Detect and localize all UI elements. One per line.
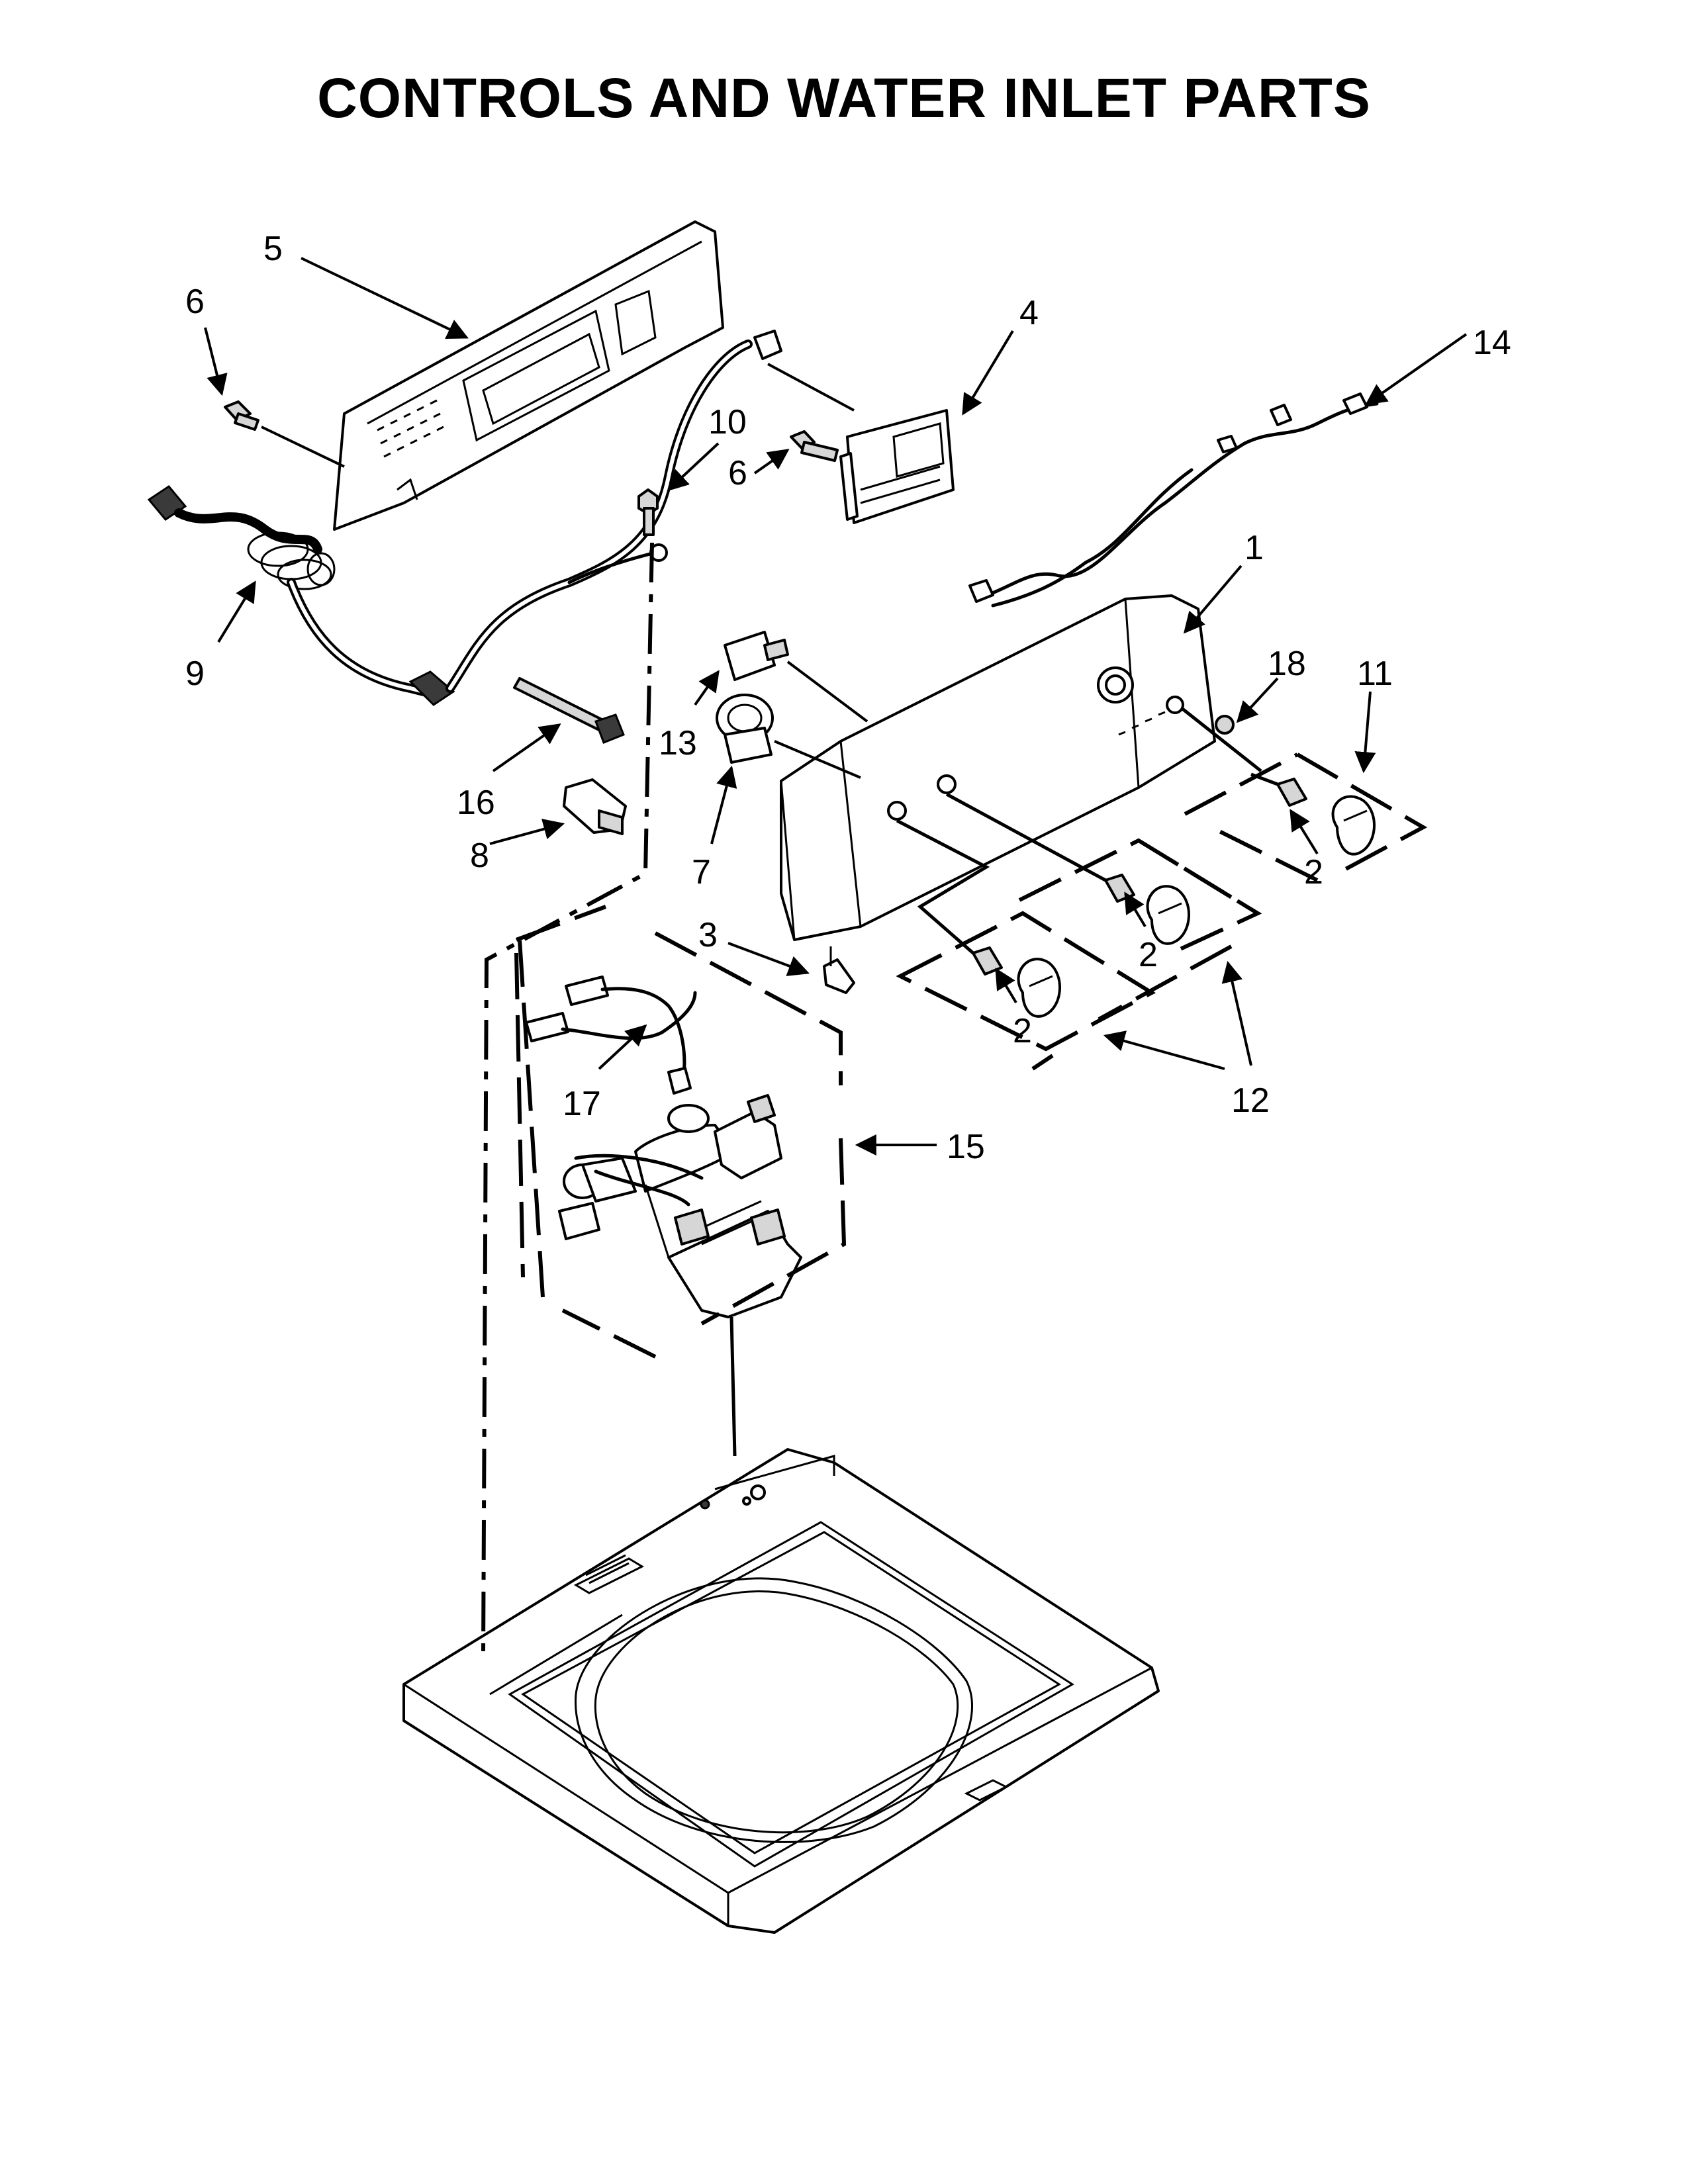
callout-17: 17	[563, 1085, 601, 1123]
part-12-dashed-outline	[1018, 838, 1262, 955]
callout-6: 6	[728, 454, 747, 492]
part-9-power-cord	[147, 330, 782, 706]
part-3-clip	[823, 946, 855, 994]
part-8-clamp	[563, 778, 627, 835]
part-1-console	[780, 594, 1216, 941]
valve-alignment-line	[729, 1316, 737, 1457]
callout-18: 18	[1268, 645, 1306, 683]
callout-8: 8	[470, 837, 489, 875]
part-18-clip	[1180, 707, 1262, 772]
knob-assembly-upper	[1250, 772, 1376, 856]
part-7-pressure-switch	[716, 694, 861, 779]
callout-2: 2	[1013, 1012, 1032, 1050]
callout-2: 2	[1304, 853, 1323, 891]
callout-labels: 5 6 10 6 4 14 1 18 11 2 2 2 12 15 3 9 13…	[185, 230, 1511, 1166]
page-title: CONTROLS AND WATER INLET PARTS	[317, 67, 1371, 129]
callout-16: 16	[457, 784, 495, 822]
part-4-control-board	[767, 363, 955, 524]
callout-7: 7	[692, 853, 711, 891]
knob-assembly-middle	[945, 792, 1190, 945]
part-6-screw-left	[224, 400, 345, 468]
callout-3: 3	[698, 916, 718, 954]
callout-1: 1	[1244, 529, 1264, 567]
callout-4: 4	[1019, 294, 1039, 332]
callout-2: 2	[1139, 936, 1158, 974]
part-15-dashed-outline	[515, 905, 847, 1359]
part-13-switch	[724, 631, 868, 723]
ground-alignment-line	[481, 542, 654, 1655]
callout-12: 12	[1231, 1081, 1270, 1120]
part-15-water-inlet-assembly	[558, 1094, 802, 1318]
knob-assembly-lower	[896, 819, 1061, 1018]
callout-10: 10	[708, 403, 747, 441]
part-5-rear-panel	[333, 220, 724, 531]
part-16-cable-tie	[513, 677, 625, 744]
callout-14: 14	[1473, 324, 1511, 362]
washer-top-panel	[402, 1448, 1160, 1934]
callout-13: 13	[659, 724, 697, 762]
part-17-wiring-harness	[525, 976, 697, 1095]
part-14-wire-harness	[968, 392, 1379, 608]
part-10-ground-screw	[637, 488, 659, 536]
part-6-screw-right	[790, 430, 839, 462]
callout-5: 5	[263, 230, 283, 268]
callout-9: 9	[185, 655, 205, 693]
part-11-dashed-outline	[1184, 752, 1428, 882]
callout-11: 11	[1357, 655, 1393, 693]
callout-leaders	[204, 257, 1468, 1156]
callout-6: 6	[185, 283, 205, 321]
callout-15: 15	[947, 1128, 985, 1166]
